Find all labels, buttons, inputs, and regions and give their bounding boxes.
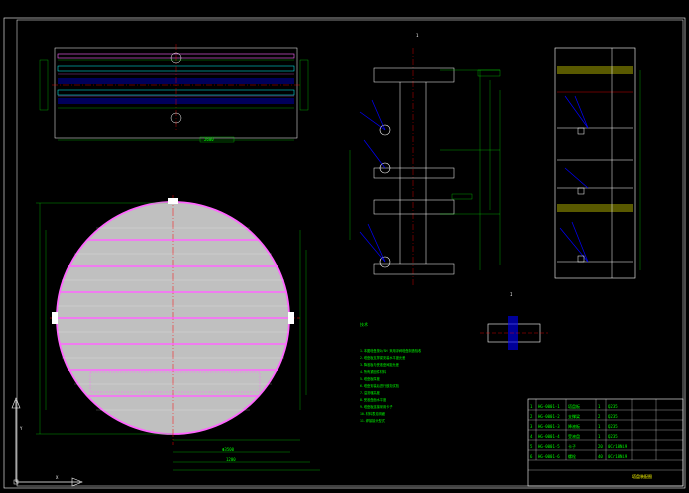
title-block: 1 HG-0001-1 塔盘板 1 Q235 2 HG-0001-2 支撑梁 2… — [527, 398, 684, 487]
tb-row2-no: 2 — [530, 414, 533, 419]
section-view: 1 — [349, 33, 501, 285]
note-3: 3.降液板与受液盘间距允差 — [360, 362, 399, 367]
tb-row3-no: 3 — [530, 424, 533, 429]
ucs-y-label: Y — [20, 426, 23, 431]
elevation-view: 2600 — [39, 44, 309, 143]
dim-span-label: 2600 — [204, 137, 214, 142]
tb-row1-name: 塔盘板 — [568, 403, 580, 409]
tb-row6-mat: 0Cr18Ni9 — [608, 454, 628, 459]
tb-row6-name: 螺栓 — [568, 453, 576, 459]
tb-row2-code: HG-0001-2 — [538, 414, 560, 419]
tb-row3-mat: Q235 — [608, 424, 618, 429]
tb-row3-name: 降液板 — [568, 423, 580, 429]
tb-row6-code: HG-0001-6 — [538, 454, 560, 459]
detail-i: I — [480, 292, 548, 350]
ucs-icon: Y X — [11, 397, 83, 487]
detail-view — [554, 47, 641, 279]
tb-row4-no: 4 — [530, 434, 533, 439]
tb-row5-no: 5 — [530, 444, 533, 449]
plan-view: Φ3500 1200 — [36, 195, 320, 471]
dim-diameter-label: Φ3500 — [222, 447, 235, 452]
drawing-frame-inner — [16, 19, 684, 487]
tb-row2-name: 支撑梁 — [568, 413, 580, 419]
tb-drawing-name: 塔盘装配图 — [632, 473, 652, 479]
tb-row5-qty: 20 — [598, 444, 603, 449]
note-8: 8.受液盘面水平度 — [360, 397, 387, 402]
tb-row1-no: 1 — [530, 404, 533, 409]
tb-row6-qty: 40 — [598, 454, 603, 459]
note-6: 6.塔盘安装后进行鼓泡试验 — [360, 383, 400, 388]
tb-row1-mat: Q235 — [608, 404, 618, 409]
tb-row1-qty: 1 — [598, 404, 601, 409]
tb-row3-code: HG-0001-3 — [538, 424, 560, 429]
technical-notes: 技术 1.本图塔盘按Q/SH 采用浮阀塔盘制造验收 2.塔盘板支撑梁安装水平度允… — [360, 321, 422, 423]
tb-row5-code: HG-0001-5 — [538, 444, 560, 449]
note-5: 5.塔盘板厚度 — [360, 376, 381, 381]
tb-row1-code: HG-0001-1 — [538, 404, 560, 409]
tb-row6-no: 6 — [530, 454, 533, 459]
note-2: 2.塔盘板支撑梁安装水平度允差 — [360, 355, 405, 360]
note-11: 11.焊接接头型式 — [360, 418, 386, 423]
note-10: 10.材料表见明细 — [360, 411, 385, 416]
ucs-x-label: X — [56, 475, 59, 480]
detail-mark: I — [510, 292, 513, 297]
notes-heading: 技术 — [360, 321, 368, 327]
tb-row4-code: HG-0001-4 — [538, 434, 560, 439]
tb-row3-qty: 1 — [598, 424, 601, 429]
note-4: 4.所有紧固件材料 — [360, 369, 387, 374]
note-1: 1.本图塔盘按Q/SH 采用浮阀塔盘制造验收 — [360, 348, 422, 353]
tb-row4-mat: Q235 — [608, 434, 618, 439]
tb-row5-mat: 0Cr18Ni9 — [608, 444, 628, 449]
tb-row5-name: 卡子 — [568, 443, 576, 449]
tb-row2-qty: 2 — [598, 414, 601, 419]
tb-row4-qty: 1 — [598, 434, 601, 439]
dim-height-label: 1200 — [226, 457, 236, 462]
note-9: 9.塔盘板连接采用卡子 — [360, 404, 393, 409]
section-mark: 1 — [416, 33, 419, 38]
drawing-frame-outer — [3, 17, 686, 489]
note-7: 7.溢流堰高度 — [360, 390, 381, 395]
tb-row4-name: 受液盘 — [568, 433, 580, 439]
tb-row2-mat: Q235 — [608, 414, 618, 419]
